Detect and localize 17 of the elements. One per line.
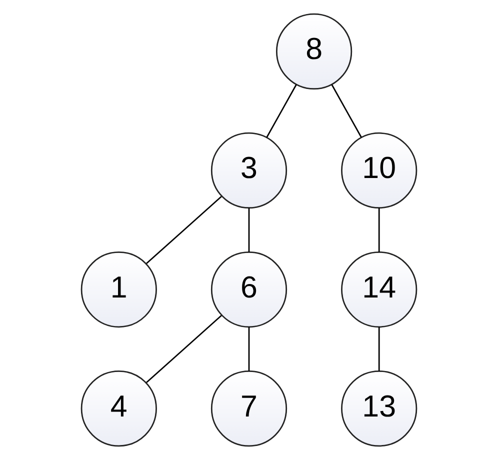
connector xyxy=(146,315,222,384)
connector xyxy=(378,208,380,252)
node-circle: 7 xyxy=(210,370,287,447)
node-circle: 8 xyxy=(275,13,352,90)
node-circle: 3 xyxy=(210,132,287,209)
connector xyxy=(248,208,250,252)
connector xyxy=(330,84,362,138)
node-circle: 13 xyxy=(340,370,417,447)
node-circle: 6 xyxy=(210,251,287,328)
node-circle: 10 xyxy=(340,132,417,209)
connector xyxy=(248,327,250,372)
connector xyxy=(378,327,380,372)
connector xyxy=(146,196,222,264)
node-circle: 14 xyxy=(340,251,417,328)
node-circle: 4 xyxy=(80,370,156,447)
connector xyxy=(266,84,296,138)
node-circle: 1 xyxy=(80,251,156,328)
